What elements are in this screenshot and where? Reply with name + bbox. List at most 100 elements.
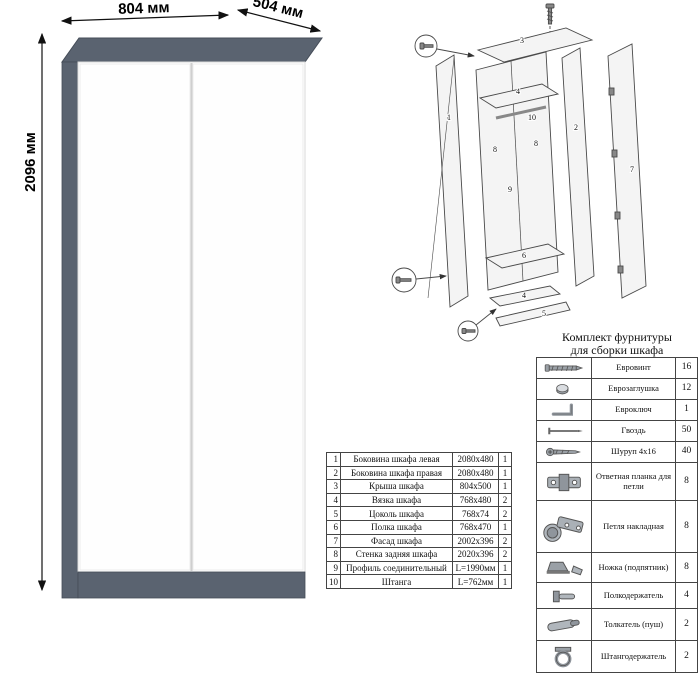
part-number: 1 [326,452,341,467]
hardware-title: Комплект фурнитуры для сборки шкафа [536,331,698,356]
euroscrew-icon [544,364,584,372]
cabinet-right-door [192,63,304,571]
hinge-plate-icon [547,473,581,491]
part-label: 8 [534,139,538,148]
part-label: 4 [516,87,520,96]
part-number: 10 [326,574,341,589]
hinge-mark [608,87,615,96]
hardware-name: Шуруп 4х16 [591,441,676,463]
width-dimension-label: 804 мм [118,0,170,18]
rod-holder-icon [554,646,572,667]
part-qty: 1 [498,519,512,535]
euro-plug-icon [556,384,569,395]
part-size: 2020x396 [452,547,499,562]
hinge-icon [543,515,584,542]
part-name: Профиль соединительный [340,560,453,576]
table-row: 5 Цоколь шкафа 768x74 2 [326,506,512,521]
part-qty: 2 [498,547,512,562]
part-size: 768x470 [452,519,499,535]
panel-right-side [561,47,595,287]
part-size: L=762мм [452,574,499,589]
part-label: 1 [447,113,451,122]
hardware-name: Петля накладная [591,500,676,553]
part-label: 7 [630,165,634,174]
part-label: 9 [508,185,512,194]
part-number: 8 [326,547,341,562]
hardware-name: Толкатель (пуш) [591,608,676,641]
hinge-mark [617,265,624,274]
table-row: Гвоздь 50 [536,420,698,442]
wardrobe-illustration: 804 мм 504 мм 2096 мм [22,0,323,599]
part-size: L=1990мм [452,560,499,576]
hardware-name: Еврозаглушка [591,378,676,400]
part-label: 5 [542,309,546,318]
screw-detail-icon [419,42,434,50]
table-row: Штангодержатель 2 [536,640,698,673]
part-size: 768x480 [452,492,499,508]
part-qty: 1 [498,479,512,494]
hardware-qty: 40 [675,441,698,463]
hardware-name: Евровинт [591,357,676,379]
table-row: 2 Боковина шкафа правая 2080x480 1 [326,465,512,481]
part-name: Боковина шкафа левая [340,452,453,467]
depth-dimension-label: 504 мм [251,0,305,22]
part-label: 10 [528,113,536,122]
part-size: 2002x396 [452,533,499,549]
confirmat-screw-icon [545,3,555,25]
table-row: Шуруп 4х16 40 [536,441,698,463]
part-qty: 1 [498,465,512,481]
hardware-qty: 50 [675,420,698,442]
hardware-name: Гвоздь [591,420,676,442]
table-row: Толкатель (пуш) 2 [536,608,698,641]
callout-leader [415,273,447,280]
hardware-qty: 8 [675,552,698,583]
part-name: Фасад шкафа [340,533,453,549]
part-label: 4 [522,291,526,300]
cabinet-left-door [79,63,191,571]
push-opener-icon [547,618,580,631]
panel-bottom-rail [488,285,562,307]
part-name: Цоколь шкафа [340,506,453,521]
part-name: Полка шкафа [340,519,453,535]
table-row: Евровинт 16 [536,357,698,379]
part-qty: 1 [498,574,512,589]
panel-top-rail [478,83,560,109]
part-size: 2080x480 [452,465,499,481]
part-label: 2 [574,123,578,132]
table-row: 7 Фасад шкафа 2002x396 2 [326,533,512,549]
hardware-title-line2: для сборки шкафа [570,342,664,357]
exploded-diagram: 3 1 4 10 2 8 8 9 6 4 5 7 [391,3,647,342]
hardware-title-line1: Комплект фурнитуры [562,330,672,344]
part-qty: 2 [498,533,512,549]
table-row: 10 Штанга L=762мм 1 [326,574,512,589]
parts-table: 1 Боковина шкафа левая 2080x480 1 2 Боко… [326,452,512,589]
height-dimension-label: 2096 мм [22,132,39,192]
panel-shelf [484,243,566,269]
hardware-qty: 2 [675,608,698,641]
part-size: 768x74 [452,506,499,521]
part-label: 3 [520,36,524,45]
hardware-qty: 16 [675,357,698,379]
part-number: 7 [326,533,341,549]
hardware-name: Штангодержатель [591,640,676,673]
screw-detail-icon [461,328,476,334]
depth-dimension-arrow [236,8,322,33]
table-row: 8 Стенка задняя шкафа 2020x396 2 [326,547,512,562]
panel-roof [476,27,594,63]
cabinet-top-face [61,37,323,63]
table-row: Еврозаглушка 12 [536,378,698,400]
hardware-qty: 4 [675,582,698,609]
table-row: 9 Профиль соединительный L=1990мм 1 [326,560,512,576]
panel-left-side [435,54,469,308]
screw-icon [546,447,581,457]
part-name: Крыша шкафа [340,479,453,494]
hardware-table: Евровинт 16 Еврозаглушка 12 [536,357,698,673]
table-row: Евроключ 1 [536,399,698,421]
table-row: Ножка (подпятник) 8 [536,552,698,583]
callout-leader [436,48,475,58]
part-number: 6 [326,519,341,535]
hardware-name: Евроключ [591,399,676,421]
hinge-mark [611,149,618,158]
cabinet-left-side [61,61,79,599]
part-number: 3 [326,479,341,494]
